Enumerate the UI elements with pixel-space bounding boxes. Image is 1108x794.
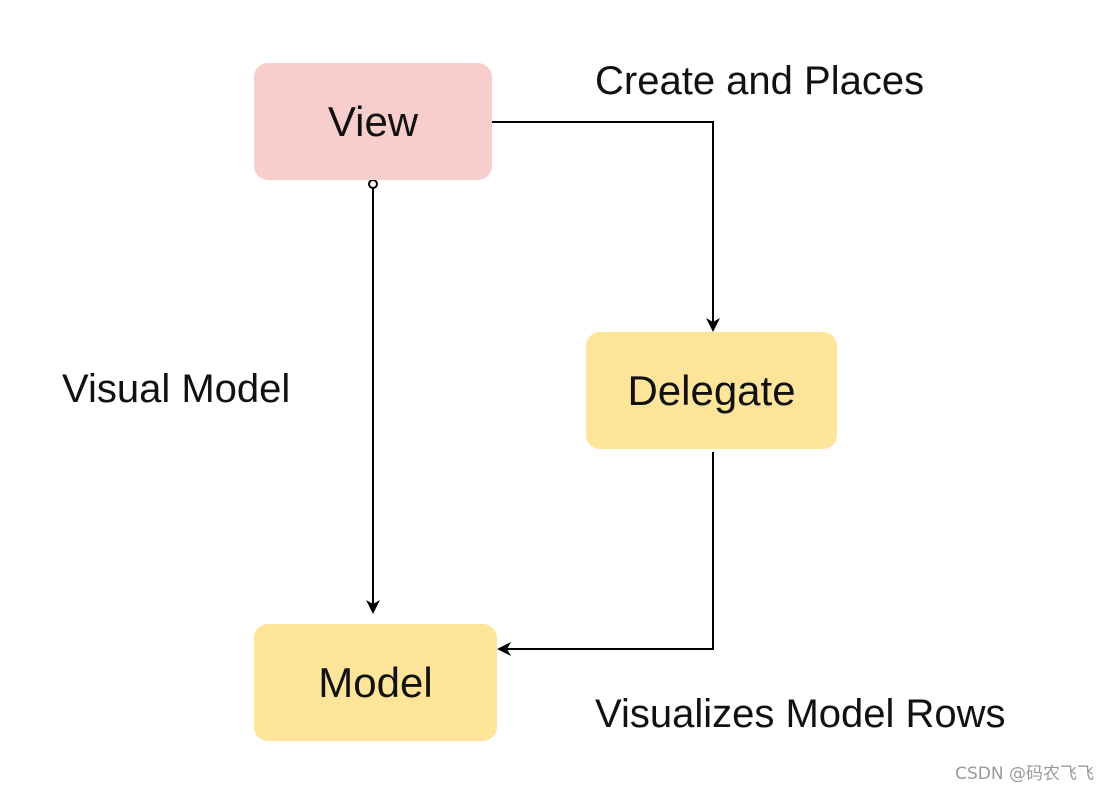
visualizes-model-rows-label: Visualizes Model Rows bbox=[595, 692, 1006, 736]
visual-model-label: Visual Model bbox=[62, 367, 291, 411]
view-node-label: View bbox=[327, 97, 419, 145]
model-node-label: Model bbox=[318, 658, 433, 706]
model-node: Model bbox=[254, 624, 497, 741]
delegate-node: Delegate bbox=[586, 332, 837, 449]
create-and-places-label: Create and Places bbox=[595, 59, 925, 103]
edge-delegate-to-model bbox=[497, 452, 714, 656]
delegate-node-label: Delegate bbox=[627, 366, 796, 414]
watermark: CSDN @码农飞飞 bbox=[955, 764, 1094, 784]
edge-view-to-model-start-marker bbox=[368, 179, 378, 189]
view-node: View bbox=[254, 63, 492, 180]
edge-view-to-delegate bbox=[492, 121, 720, 332]
